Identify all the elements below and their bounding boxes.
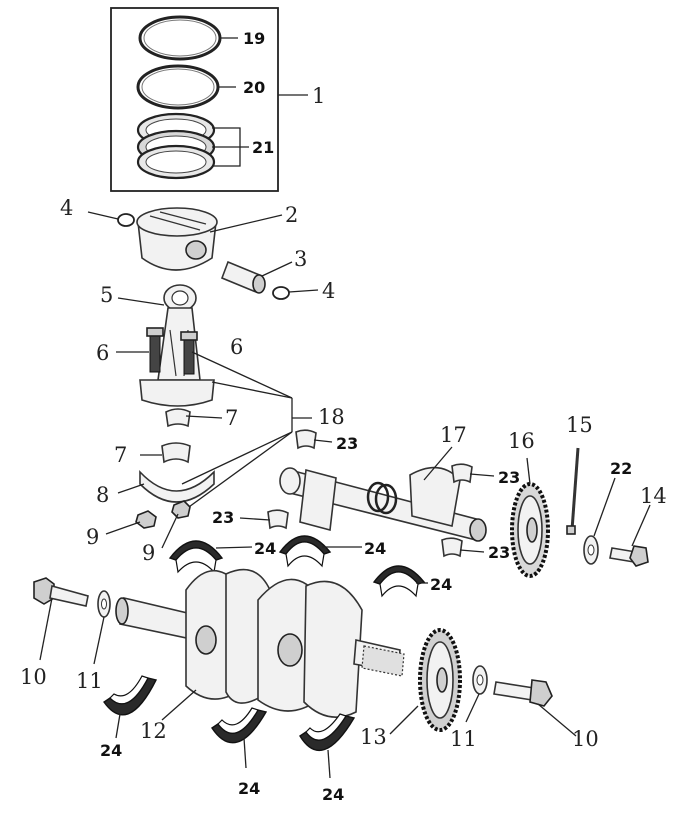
label-13: 13: [360, 725, 387, 749]
crankshaft-gear: [389, 628, 462, 735]
group-18-leaders: [181, 351, 312, 513]
label-10-left: 10: [20, 665, 47, 689]
balancer-bearing-1: [295, 429, 333, 450]
piston: [136, 207, 283, 271]
balancer-bearing-2: [451, 463, 495, 484]
label-11-left: 11: [76, 669, 103, 693]
balancer-gear: [510, 457, 550, 578]
main-bearing-lower-2: [211, 707, 268, 769]
label-11-right: 11: [450, 727, 477, 751]
label-4-right: 4: [322, 279, 335, 303]
crankshaft: [115, 568, 405, 721]
label-5: 5: [100, 283, 113, 307]
label-16: 16: [508, 429, 535, 453]
woodruff-key: [566, 447, 580, 535]
label-15: 15: [566, 413, 593, 437]
balancer-washer: [583, 477, 616, 565]
label-17: 17: [440, 423, 467, 447]
balancer-shaft: [279, 446, 487, 542]
con-rod-nut-left: [105, 510, 157, 535]
balancer-bolt: [609, 504, 651, 567]
label-9-right: 9: [142, 541, 155, 565]
piston-pin: [220, 260, 293, 294]
balancer-bearing-3: [239, 509, 289, 530]
label-23-c: 23: [212, 508, 234, 527]
label-24-e: 24: [238, 779, 260, 798]
oil-ring-set: [136, 112, 249, 180]
balancer-bearing-4: [441, 537, 485, 558]
con-rod-bolt-right: [180, 331, 198, 375]
washer-left: [93, 590, 111, 665]
label-8: 8: [96, 483, 109, 507]
label-24-a: 24: [254, 539, 276, 558]
main-bearing-lower-3: [299, 713, 356, 779]
main-bearing-upper-1: [168, 540, 253, 574]
label-7-lower: 7: [114, 443, 127, 467]
con-rod-bearing-upper: [165, 408, 223, 428]
label-6-left: 6: [96, 341, 109, 365]
top-ring: [138, 15, 238, 61]
label-24-d: 24: [100, 741, 122, 760]
label-19: 19: [243, 29, 265, 48]
label-24-f: 24: [322, 785, 344, 804]
connecting-rod: [117, 284, 215, 407]
con-rod-bolt-left: [116, 327, 164, 373]
crank-bolt-left: [33, 577, 89, 661]
label-12: 12: [140, 719, 167, 743]
callout-labels: 1 2 3 4 4 5 6 6 7 7 8 9 9 10 10 11 11 12…: [20, 29, 667, 804]
main-bearing-lower-1: [103, 675, 158, 739]
crank-bolt-right: [493, 679, 577, 737]
second-ring: [136, 64, 236, 110]
label-14: 14: [640, 484, 667, 508]
circlip-left: [87, 211, 135, 227]
main-bearing-upper-2: [278, 535, 362, 568]
label-23-a: 23: [336, 434, 358, 453]
label-7-upper: 7: [225, 406, 238, 430]
label-24-b: 24: [364, 539, 386, 558]
label-20: 20: [243, 78, 265, 97]
con-rod-nut-right: [161, 500, 191, 549]
label-9-left: 9: [86, 525, 99, 549]
label-21: 21: [252, 138, 274, 157]
washer-right: [465, 665, 488, 723]
main-bearing-upper-3: [372, 565, 428, 598]
label-6-right: 6: [230, 335, 243, 359]
label-3: 3: [294, 247, 307, 271]
label-23-b: 23: [498, 468, 520, 487]
label-1: 1: [312, 84, 325, 108]
circlip-right: [272, 286, 319, 300]
con-rod-cap: [117, 469, 215, 503]
label-18: 18: [318, 405, 345, 429]
label-4-left: 4: [60, 196, 73, 220]
con-rod-bearing-lower: [140, 442, 191, 464]
label-22: 22: [610, 459, 632, 478]
piston-ring-kit-box: [110, 7, 308, 192]
label-23-d: 23: [488, 543, 510, 562]
label-24-c: 24: [430, 575, 452, 594]
label-2: 2: [285, 203, 298, 227]
label-10-right: 10: [572, 727, 599, 751]
